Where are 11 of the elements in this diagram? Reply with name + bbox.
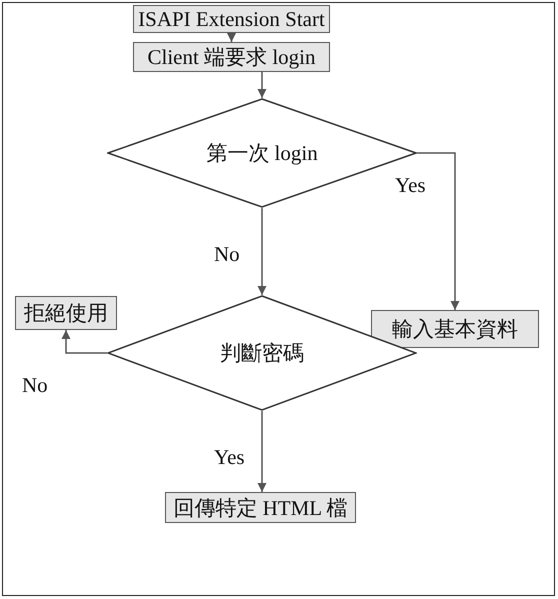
arrow (227, 33, 236, 42)
process-box: 輸入基本資料 (371, 310, 539, 348)
process-box: ISAPI Extension Start (133, 5, 330, 33)
process-box: 回傳特定 HTML 檔 (165, 492, 356, 523)
arrow (258, 72, 266, 98)
process-box: Client 端要求 login (133, 42, 330, 72)
arrow (417, 152, 460, 310)
arrow (258, 411, 266, 492)
process-box: 拒絕使用 (15, 296, 117, 330)
arrow (62, 330, 107, 354)
arrow (258, 208, 266, 295)
